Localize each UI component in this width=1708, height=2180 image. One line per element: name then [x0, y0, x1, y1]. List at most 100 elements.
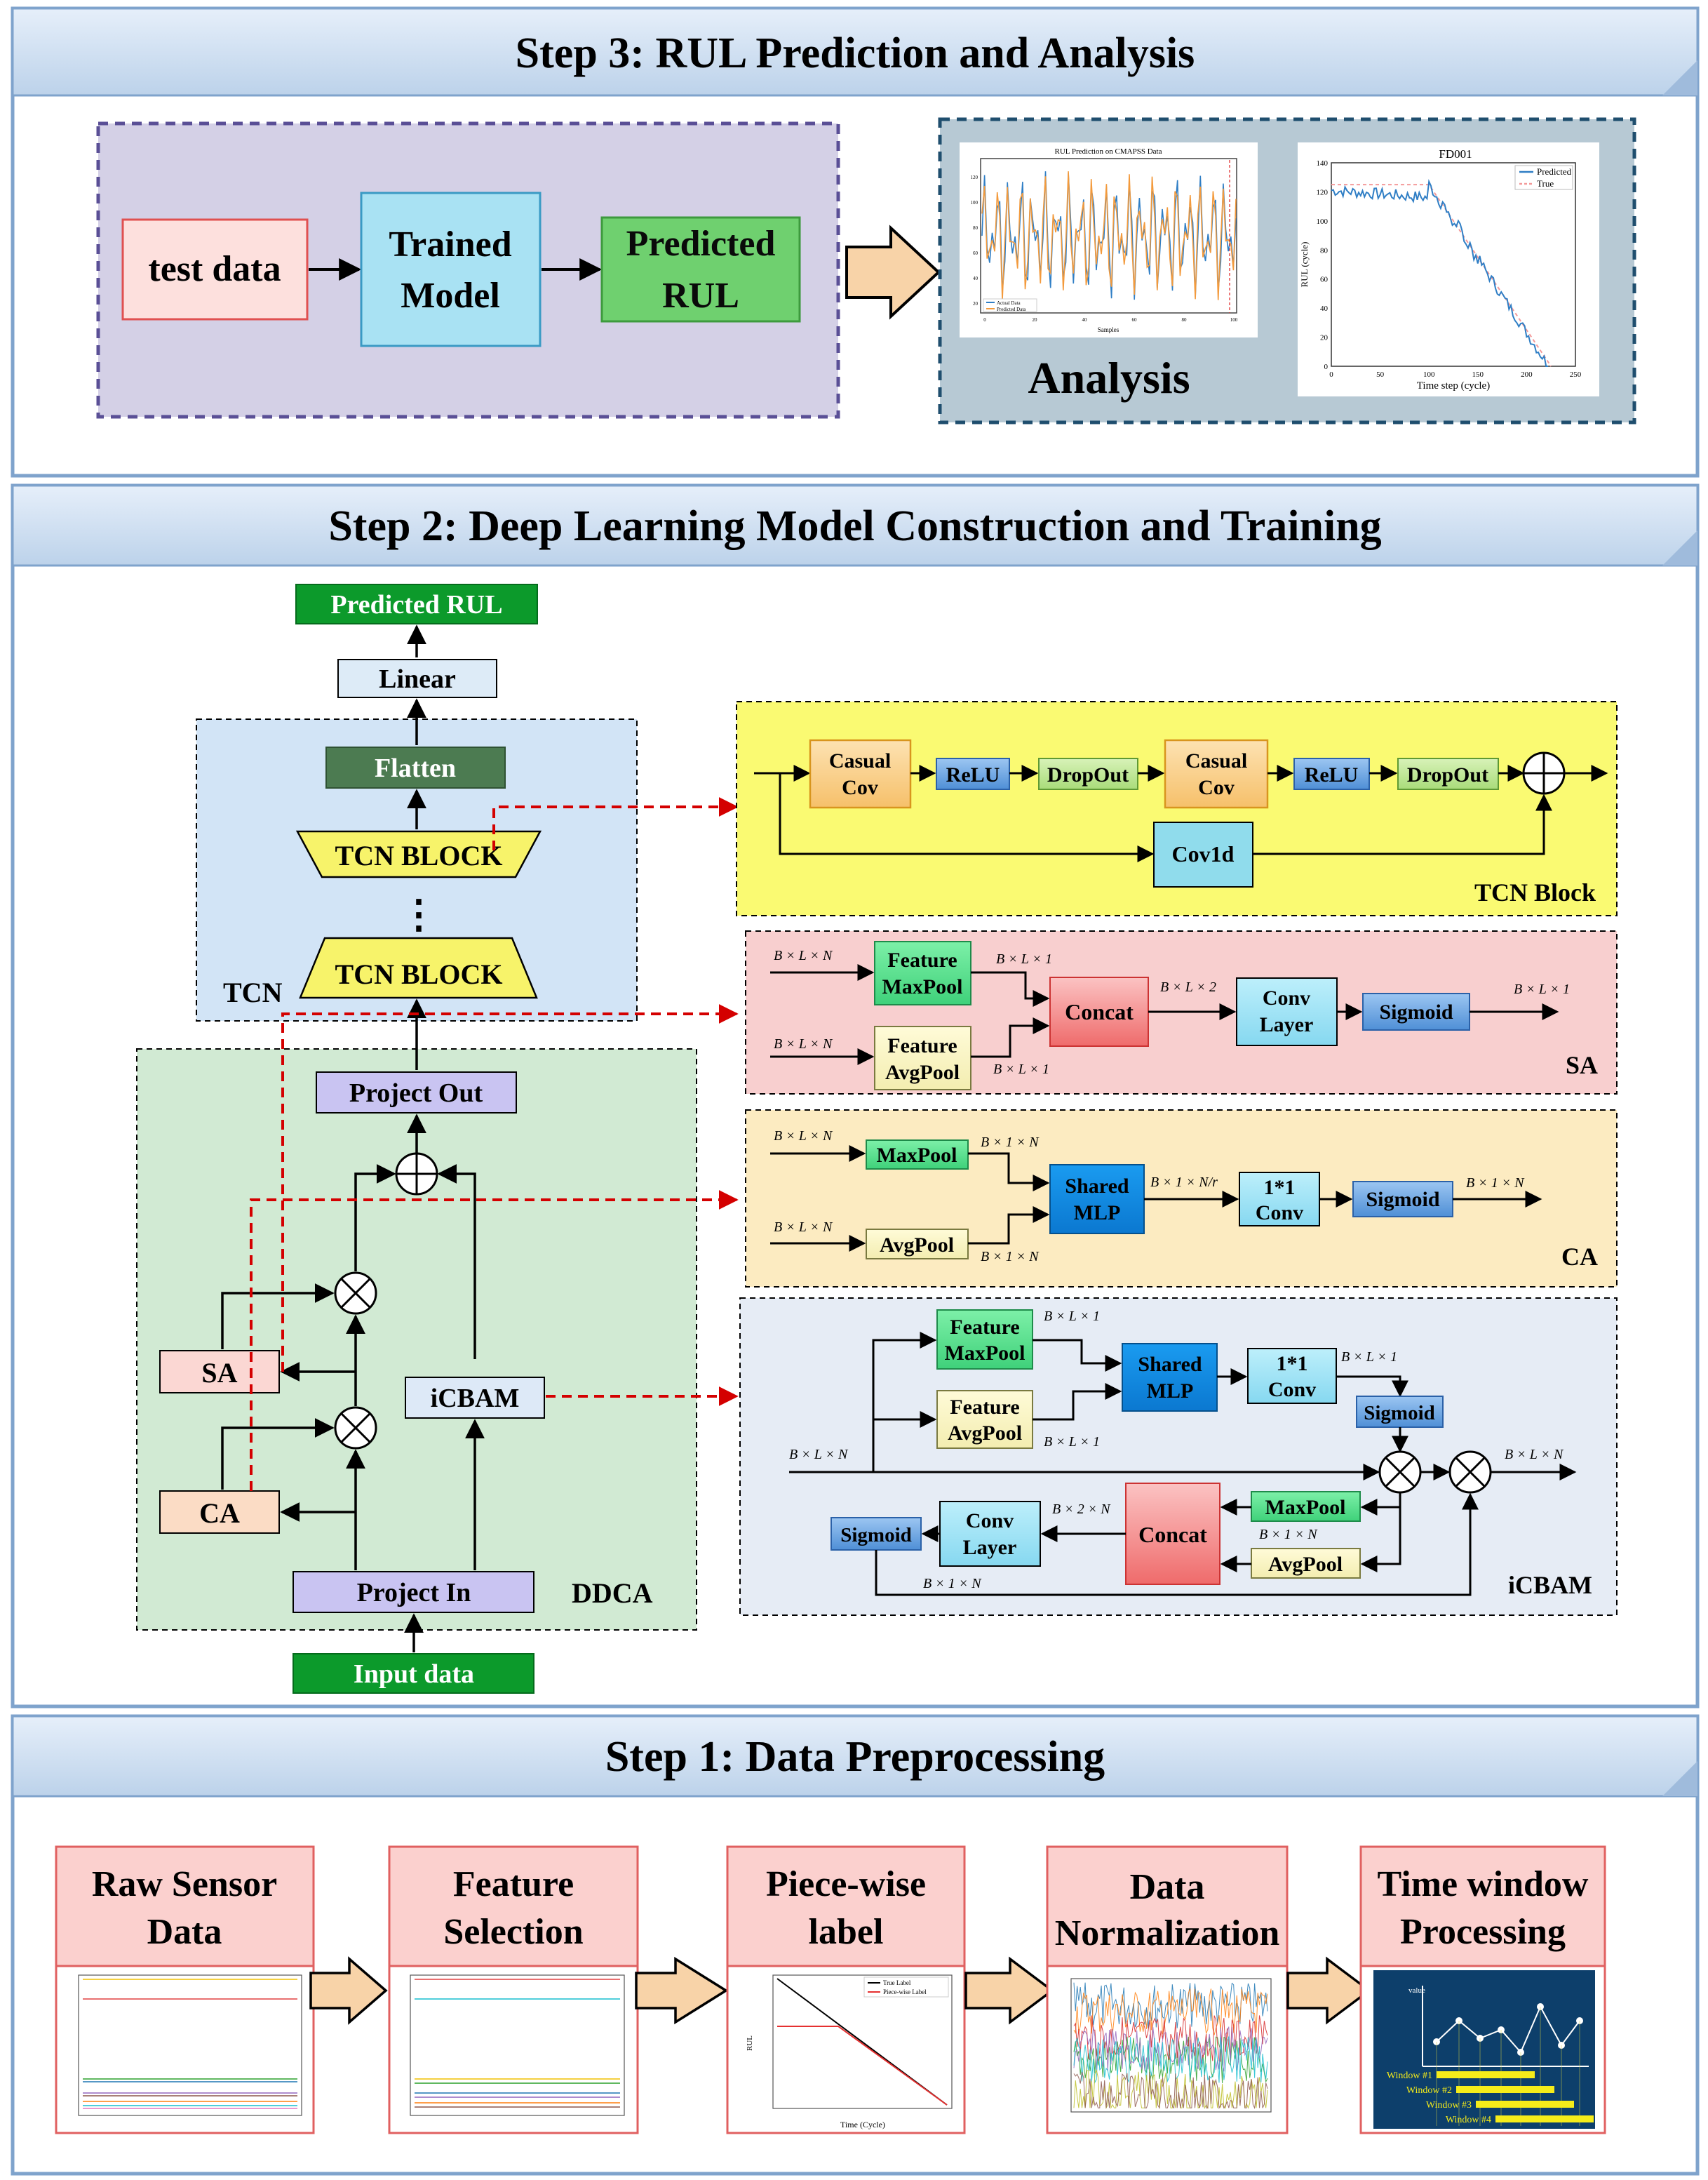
- project-out-box: Project Out: [316, 1071, 517, 1114]
- svg-text:Feature: Feature: [453, 1864, 574, 1904]
- svg-text:TCN Block: TCN Block: [1474, 878, 1596, 907]
- ca-shared-mlp: Shared MLP: [1049, 1164, 1145, 1234]
- sa-concat: Concat: [1049, 977, 1149, 1047]
- icbam-maxpool: MaxPool: [1251, 1491, 1361, 1522]
- svg-text:Layer: Layer: [963, 1536, 1017, 1559]
- chart-a-xtick: 20: [1033, 317, 1038, 323]
- dropout-2: DropOut: [1397, 758, 1499, 790]
- svg-text:B × L × N: B × L × N: [1505, 1447, 1564, 1462]
- step3-panel: Step 3: RUL Prediction and Analysis test…: [11, 6, 1700, 478]
- chart-a-xtick: 0: [983, 317, 986, 323]
- svg-text:AvgPool: AvgPool: [885, 1061, 960, 1084]
- ca-box: CA: [159, 1490, 280, 1534]
- norm-series: [1073, 2071, 1268, 2110]
- svg-text:Conv: Conv: [1256, 1201, 1303, 1224]
- svg-text:Concat: Concat: [1065, 999, 1134, 1024]
- cov1d: Cov1d: [1153, 822, 1253, 888]
- relu-2: ReLU: [1293, 758, 1370, 790]
- norm-series: [1073, 1988, 1268, 2035]
- svg-text:True Label: True Label: [883, 1979, 911, 1986]
- chart-b-xtick: 200: [1521, 370, 1533, 379]
- svg-text:1*1: 1*1: [1277, 1352, 1308, 1375]
- sa-feature-avgpool: Feature AvgPool: [874, 1026, 971, 1090]
- svg-text:Cov: Cov: [842, 776, 878, 799]
- svg-text:B × L × 1: B × L × 1: [993, 1062, 1049, 1077]
- svg-text:Time window: Time window: [1378, 1864, 1589, 1904]
- svg-text:MaxPool: MaxPool: [1265, 1496, 1346, 1519]
- step1-title: Step 1: Data Preprocessing: [605, 1733, 1105, 1781]
- svg-text:label: label: [809, 1912, 884, 1952]
- svg-text:Shared: Shared: [1065, 1175, 1129, 1198]
- sa-box: SA: [159, 1350, 280, 1393]
- flatten-box: Flatten: [325, 747, 506, 789]
- svg-text:Layer: Layer: [1260, 1013, 1314, 1036]
- card-time-window: Time window Processing value Window #1Wi…: [1359, 1845, 1606, 2134]
- svg-text:B × 1 × N: B × 1 × N: [923, 1576, 982, 1591]
- chart-a-ytick: 120: [971, 175, 979, 180]
- chart-b-xtick: 0: [1329, 370, 1333, 379]
- linear-box: Linear: [337, 659, 497, 698]
- svg-text:1*1: 1*1: [1264, 1176, 1296, 1199]
- window-bar: [1476, 2101, 1574, 2108]
- tcn-block-bottom: TCN BLOCK: [299, 937, 538, 999]
- svg-text:Linear: Linear: [379, 664, 456, 694]
- svg-text:B × 1 × N/r: B × 1 × N/r: [1150, 1175, 1218, 1190]
- svg-text:Predicted Data: Predicted Data: [997, 307, 1026, 312]
- tcn-detail-panel: Casual Cov ReLU DropOut Casual Cov: [736, 701, 1618, 916]
- svg-text:Conv: Conv: [1268, 1378, 1316, 1401]
- card-piecewise: Piece-wise label True Label Piece-wise L…: [726, 1845, 966, 2134]
- svg-text:B × L × 2: B × L × 2: [1160, 979, 1216, 995]
- svg-text:Feature: Feature: [887, 1034, 957, 1057]
- icbam-conv-layer: Conv Layer: [939, 1501, 1041, 1567]
- svg-text:B × 1 × N: B × 1 × N: [1259, 1527, 1318, 1542]
- svg-text:SA: SA: [1566, 1051, 1598, 1079]
- svg-text:FD001: FD001: [1439, 147, 1472, 161]
- piecewise-label: [777, 2026, 948, 2106]
- window-label: Window #3: [1426, 2100, 1472, 2111]
- chart-a-line: [981, 171, 1237, 301]
- norm-series: [1073, 2035, 1268, 2084]
- project-in-box: Project In: [292, 1571, 534, 1613]
- svg-text:Sigmoid: Sigmoid: [1366, 1188, 1439, 1211]
- chart-b-xtick: 150: [1472, 370, 1484, 379]
- svg-text:B × L × 1: B × L × 1: [1514, 982, 1570, 997]
- chart-a-xtick: 40: [1082, 317, 1088, 323]
- svg-text:iCBAM: iCBAM: [1508, 1571, 1592, 1599]
- svg-text:B × L × N: B × L × N: [774, 1219, 833, 1235]
- chart-a-ytick: 100: [971, 200, 979, 206]
- chart-b-ytick: 20: [1320, 334, 1329, 342]
- chart-a-ytick: 20: [973, 301, 979, 307]
- svg-text:Predicted RUL: Predicted RUL: [330, 590, 502, 620]
- svg-text:Flatten: Flatten: [375, 754, 456, 783]
- icbam-mult-1: [1378, 1450, 1422, 1494]
- svg-text:Raw Sensor: Raw Sensor: [92, 1864, 277, 1904]
- trained-model-box: Trained Model: [360, 192, 542, 347]
- window-bar: [1456, 2086, 1554, 2093]
- analysis-label: Analysis: [1028, 353, 1190, 403]
- svg-text:Piece-wise: Piece-wise: [766, 1864, 926, 1904]
- svg-text:Casual: Casual: [1185, 749, 1247, 773]
- window-series: [1436, 2005, 1580, 2054]
- svg-text:SA: SA: [201, 1357, 237, 1389]
- svg-text:MLP: MLP: [1074, 1201, 1121, 1224]
- svg-text:RUL: RUL: [662, 276, 739, 316]
- svg-text:RUL: RUL: [746, 2035, 754, 2051]
- svg-text:Model: Model: [401, 276, 500, 316]
- svg-text:Predicted: Predicted: [1537, 166, 1572, 177]
- mult-node-top: [334, 1271, 377, 1315]
- sa-conv-layer: Conv Layer: [1236, 977, 1338, 1046]
- thumb-frame: [78, 1974, 302, 2116]
- svg-text:Concat: Concat: [1138, 1522, 1207, 1547]
- chart-a-xtick: 60: [1132, 317, 1138, 323]
- svg-text:Actual Data: Actual Data: [997, 300, 1021, 306]
- svg-text:Input data: Input data: [354, 1659, 474, 1689]
- svg-text:Conv: Conv: [966, 1509, 1014, 1532]
- svg-text:CA: CA: [1561, 1243, 1598, 1271]
- casual-cov-2: Casual Cov: [1164, 739, 1269, 809]
- predicted-rul-box: Predicted RUL: [600, 216, 801, 323]
- svg-text:Samples: Samples: [1098, 326, 1119, 333]
- svg-text:RUL (cycle): RUL (cycle): [1299, 242, 1310, 288]
- chart-a-ytick: 40: [973, 276, 979, 281]
